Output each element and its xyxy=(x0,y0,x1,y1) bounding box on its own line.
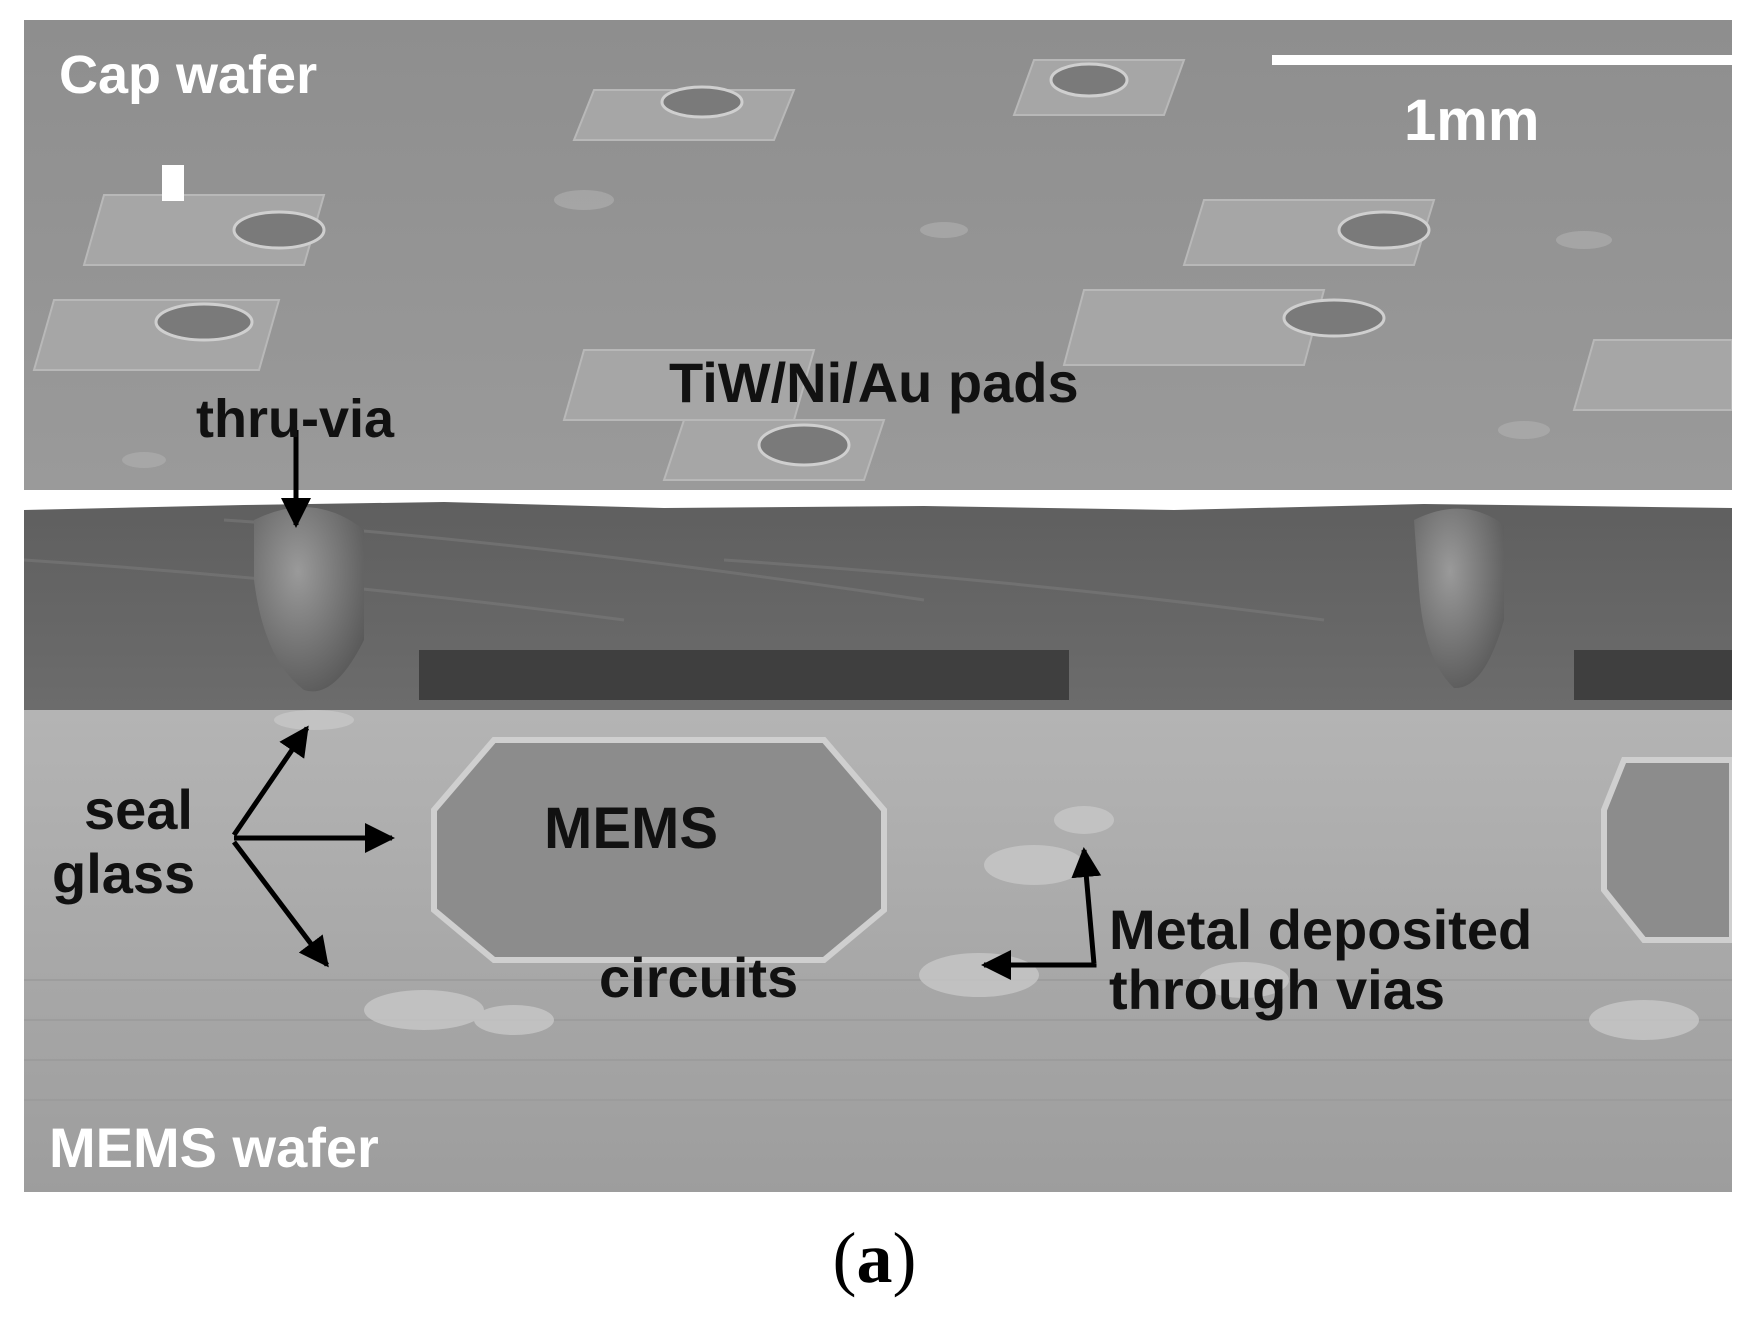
figure-caption: (a) xyxy=(832,1218,917,1298)
annotation-arrows xyxy=(231,430,1102,980)
cavity-left xyxy=(419,650,1069,700)
pads-label: TiW/Ni/Au pads xyxy=(669,351,1079,414)
cap-wafer-label: Cap wafer xyxy=(59,45,318,105)
scale-bar-label: 1mm xyxy=(1404,88,1540,153)
sem-micrograph: Cap wafer 1mm TiW/Ni/Au pads thru-via se… xyxy=(24,20,1732,1192)
through-vias-label: through vias xyxy=(1109,958,1446,1021)
thru-via-left xyxy=(254,507,364,692)
metal-deposited-label: Metal deposited xyxy=(1109,898,1533,961)
glass-label: glass xyxy=(52,842,196,905)
circuits-label: circuits xyxy=(599,946,799,1009)
caption-letter: a xyxy=(856,1218,893,1298)
mems-device xyxy=(431,737,887,963)
cavity-right xyxy=(1574,650,1732,700)
pad-via-holes xyxy=(154,62,1431,467)
scale-bar xyxy=(1272,55,1732,65)
mems-label: MEMS xyxy=(544,796,718,861)
seal-label: seal xyxy=(84,778,193,841)
thru-via-right xyxy=(1414,508,1504,689)
mems-wafer-label: MEMS wafer xyxy=(49,1116,379,1179)
thru-via-label: thru-via xyxy=(196,389,395,449)
cap-wafer-surface xyxy=(24,20,1732,490)
